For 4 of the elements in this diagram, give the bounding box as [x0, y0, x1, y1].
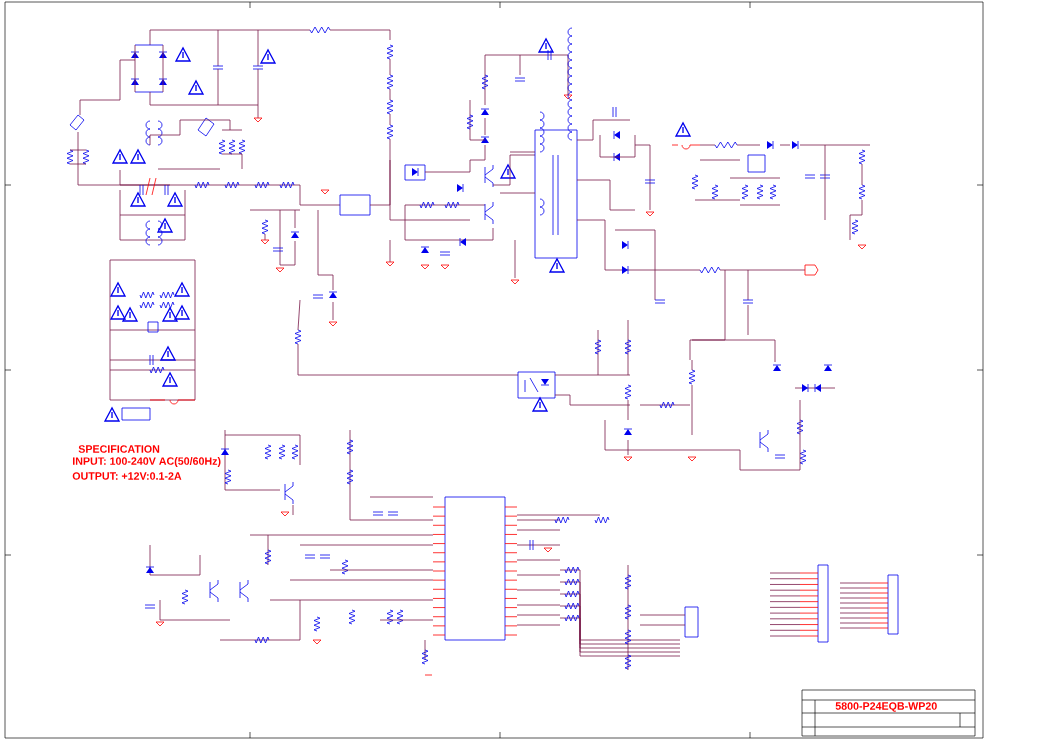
- specification-text: INPUT: 100-240V AC(50/60Hz): [73, 457, 221, 467]
- specification-heading: SPECIFICATION: [78, 445, 160, 453]
- title-block: 5800-P24EQB-WP20: [801, 689, 976, 737]
- specification-text: OUTPUT: +12V:0.1-2A: [72, 472, 182, 480]
